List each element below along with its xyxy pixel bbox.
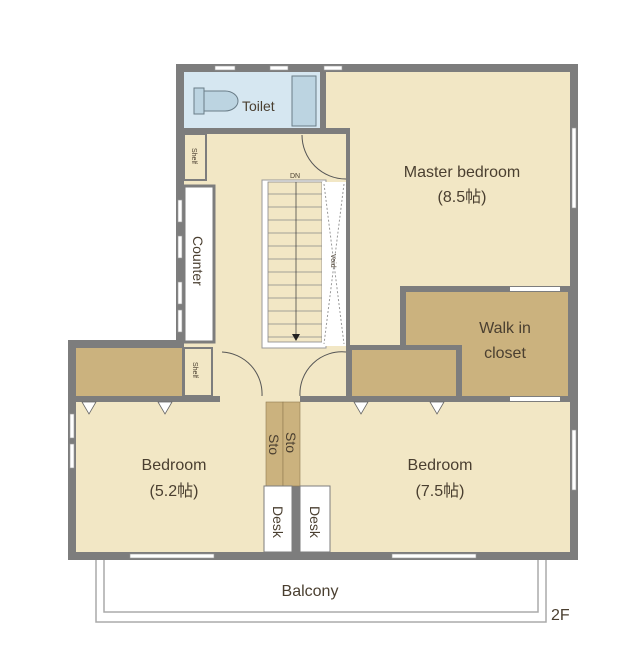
doors (221, 134, 347, 397)
void-label: Void (329, 254, 336, 268)
toilet-label: Toilet (242, 98, 275, 114)
hall-door-area (220, 396, 300, 402)
shelf-bottom (183, 347, 213, 397)
floor-label: 2F (551, 607, 570, 624)
balcony: Balcony (95, 555, 547, 623)
bedroom-right-label: Bedroom (408, 457, 473, 474)
desk-right-label: Desk (307, 506, 323, 539)
toilet-fixture (193, 75, 317, 127)
bedroom-right-size: (7.5帖) (416, 482, 465, 500)
walk-in-closet: Walk in closet (400, 286, 570, 401)
shelf-top-label: Shelf (190, 148, 197, 164)
master-floor (326, 72, 570, 345)
bedroom-left-floor (76, 402, 266, 552)
bedroom-left-label: Bedroom (142, 457, 207, 474)
closet-left (76, 348, 182, 396)
walkin-label: Walk in (479, 320, 531, 337)
staircase: DN (261, 173, 327, 349)
desk-right (299, 485, 331, 553)
master-bedroom-label: Master bedroom (404, 164, 521, 181)
shelf-top (183, 133, 207, 181)
windows (69, 65, 577, 559)
wall (346, 134, 350, 402)
bedroom-right-floor (300, 402, 570, 552)
closet-right-inner (352, 350, 456, 396)
void: Void (322, 182, 346, 346)
wall (300, 396, 570, 402)
desk-left (263, 485, 293, 553)
wall (292, 486, 300, 552)
wall (320, 72, 326, 128)
walkin-label: closet (484, 345, 526, 362)
stairs-dn-label: DN (290, 173, 300, 180)
wall (76, 396, 220, 402)
bedroom-left-size: (5.2帖) (150, 482, 199, 500)
desk-left-label: Desk (270, 506, 286, 539)
shelf-bottom-label: Shelf (191, 362, 198, 378)
counter-label: Counter (190, 236, 206, 286)
master-bedroom-size: (8.5帖) (438, 188, 487, 206)
sto-left-label: Sto (266, 434, 282, 455)
arrow-down-icon (292, 334, 300, 341)
counter (182, 184, 216, 344)
wall (184, 128, 350, 134)
sto-right-label: Sto (283, 432, 299, 453)
balcony-label: Balcony (282, 583, 339, 600)
closet-door-markers (81, 401, 445, 415)
